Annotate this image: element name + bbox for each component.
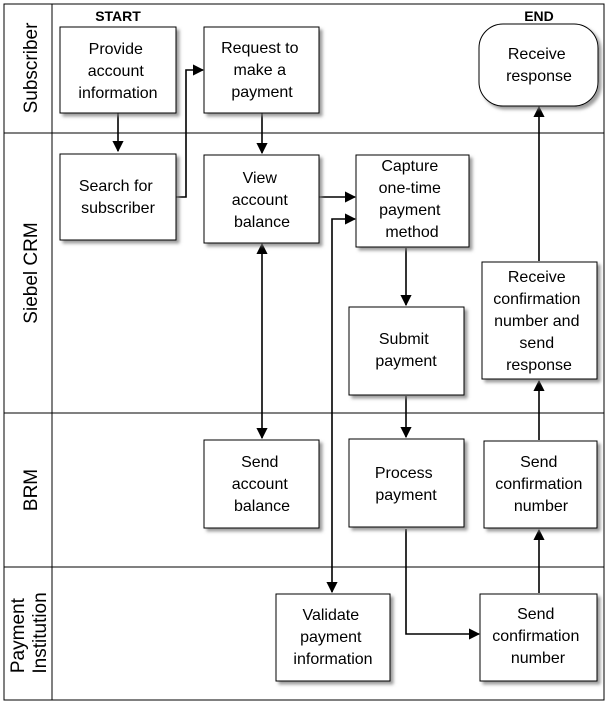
lane-label-siebel-crm: Siebel CRM: [21, 222, 42, 323]
step-view-account-balance: View account balance: [203, 154, 320, 244]
end-marker: END: [524, 8, 554, 24]
step-request-payment: Request to make a payment: [203, 26, 320, 114]
svg-text:Request to make a: Request to make a payment: [221, 40, 303, 101]
step-brm-send-confirmation: Send confirmation number: [483, 440, 598, 529]
svg-text:Provide account in: Provide account information: [78, 41, 157, 102]
connectors: [112, 64, 545, 640]
svg-text:View account balan: View account balance: [232, 170, 293, 231]
step-process-payment: Process payment: [348, 438, 465, 528]
step-submit-payment: Submit payment: [348, 306, 465, 396]
lane-grid: [3, 3, 605, 701]
step-capture-payment-method: Capture one-time payment method: [355, 154, 470, 248]
svg-text:Send confirmation: Send confirmation number: [495, 454, 587, 515]
svg-text:Receive response: Receive response: [506, 46, 572, 85]
step-receive-confirmation: Receive confirmation number and send res…: [481, 261, 598, 380]
svg-text:Validate payment i: Validate payment information: [293, 607, 372, 668]
step-provide-account-information: Provide account information: [59, 26, 177, 114]
arrow-process-to-institution: [405, 529, 481, 640]
lane-label-brm: BRM: [21, 469, 42, 511]
lane-label-subscriber: Subscriber: [21, 22, 42, 113]
step-institution-send-confirmation: Send confirmation number: [479, 593, 598, 682]
svg-text:Send confirmation: Send confirmation number: [492, 606, 584, 667]
svg-text:Search for subscriber: Search for subscriber: [79, 178, 157, 217]
step-search-for-subscriber: Search for subscriber: [59, 153, 177, 241]
svg-text:Capture one-time p: Capture one-time payment method: [379, 158, 446, 241]
step-validate-payment-information: Validate payment information: [275, 593, 391, 682]
arrow-validate-to-capture: [326, 213, 357, 594]
start-marker: START: [95, 8, 141, 24]
svg-text:Send account balan: Send account balance: [232, 454, 293, 515]
svg-text:Receive confirmation: Receive confirmation number and send res…: [493, 269, 585, 374]
lane-label-payment-institution: Payment Institution: [8, 592, 51, 673]
svg-text:Process payment: Process payment: [375, 465, 437, 504]
step-send-account-balance: Send account balance: [203, 439, 320, 529]
step-receive-response: Receive response: [478, 23, 599, 107]
arrow-search-to-request: [176, 64, 205, 198]
svg-text:Submit payment: Submit payment: [375, 331, 437, 370]
